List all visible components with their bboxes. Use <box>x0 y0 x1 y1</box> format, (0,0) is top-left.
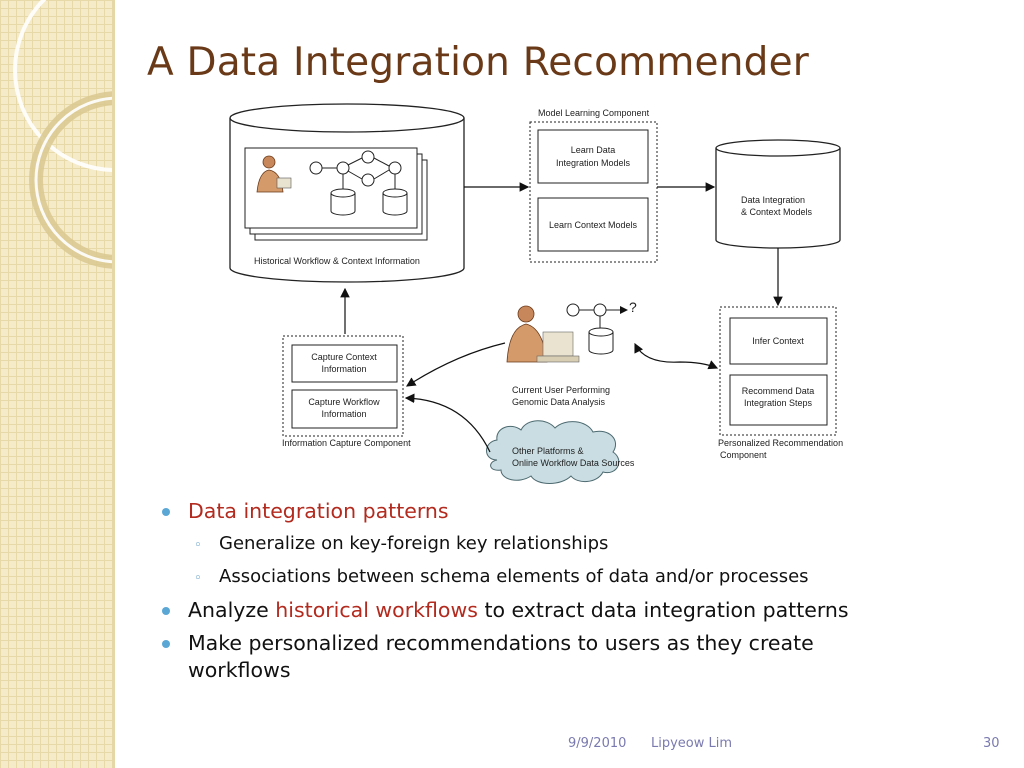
recommend-line2: Integration Steps <box>744 398 813 408</box>
historical-label: Historical Workflow & Context Informatio… <box>254 256 420 266</box>
bullet-personalized: Make personalized recommendations to use… <box>158 630 918 684</box>
footer-author: Lipyeow Lim <box>651 736 733 751</box>
cloud-line1: Other Platforms & <box>512 446 584 456</box>
user-figure-icon <box>256 155 292 193</box>
bullet-text-post: to extract data integration patterns <box>477 598 849 622</box>
sub-bullet-associations: ◦ Associations between schema elements o… <box>158 564 958 590</box>
sub-bullet-text: Associations between schema elements of … <box>219 566 809 587</box>
arrow-cloud-to-capture <box>404 393 491 453</box>
personalized-recommendation-component: Infer Context Recommend Data Integration… <box>718 306 843 460</box>
current-user: ? Current User Performing Genomic Data A… <box>506 299 637 407</box>
page-number: 30 <box>983 736 1000 751</box>
capture-workflow-line2: Information <box>321 409 366 419</box>
capture-context-line2: Information <box>321 364 366 374</box>
bullet-text: Data integration patterns <box>188 499 449 523</box>
current-user-icon <box>506 305 580 363</box>
arrow-user-recommendation <box>634 342 719 370</box>
architecture-diagram: Historical Workflow & Context Informatio… <box>229 103 843 484</box>
current-user-line2: Genomic Data Analysis <box>512 397 606 407</box>
band-divider <box>112 0 115 768</box>
di-models-line1: Data Integration <box>741 195 805 205</box>
model-learning-label: Model Learning Component <box>538 108 650 118</box>
learn-di-models-line1: Learn Data <box>571 145 616 155</box>
workflow-graph-icon <box>309 150 408 216</box>
arrow-user-to-capture <box>405 342 506 387</box>
learn-di-models-line2: Integration Models <box>556 158 631 168</box>
models-database: Data Integration & Context Models <box>715 139 841 249</box>
personalized-label-line2: Component <box>720 450 767 460</box>
recommend-line1: Recommend Data <box>742 386 815 396</box>
historical-database: Historical Workflow & Context Informatio… <box>229 103 465 283</box>
diagram-arrows <box>340 182 783 453</box>
sub-bullet-text: Generalize on key-foreign key relationsh… <box>219 533 609 554</box>
data-sources-cloud: Other Platforms & Online Workflow Data S… <box>486 420 635 484</box>
bullet-text: Make personalized recommendations to use… <box>188 631 814 682</box>
capture-context-line1: Capture Context <box>311 352 377 362</box>
bullet-text-pre: Analyze <box>188 598 276 622</box>
bullet-data-integration-patterns: Data integration patterns <box>158 498 958 525</box>
decorative-left-band <box>0 0 112 768</box>
di-models-line2: & Context Models <box>741 207 813 217</box>
info-capture-label: Information Capture Component <box>282 438 411 448</box>
model-learning-component: Model Learning Component Learn Data Inte… <box>529 108 658 263</box>
footer-date: 9/9/2010 <box>568 736 627 751</box>
current-user-line1: Current User Performing <box>512 385 610 395</box>
bullet-text-highlight: historical workflows <box>275 598 478 622</box>
sub-bullet-generalize: ◦ Generalize on key-foreign key relation… <box>158 531 958 557</box>
partial-workflow-icon <box>566 303 628 355</box>
infer-context: Infer Context <box>752 336 804 346</box>
decorative-circles <box>13 0 112 269</box>
sub-bullet-marker-icon: ◦ <box>194 538 202 553</box>
question-mark: ? <box>629 299 637 315</box>
capture-workflow-line1: Capture Workflow <box>308 397 380 407</box>
slide-title: A Data Integration Recommender <box>147 40 810 85</box>
information-capture-component: Capture Context Information Capture Work… <box>282 335 411 448</box>
sub-bullet-marker-icon: ◦ <box>194 571 202 586</box>
bullet-list: Data integration patterns ◦ Generalize o… <box>158 498 958 690</box>
bullet-analyze: Analyze historical workflows to extract … <box>158 597 958 624</box>
personalized-label-line1: Personalized Recommendation <box>718 438 843 448</box>
learn-context-models: Learn Context Models <box>549 220 638 230</box>
cloud-line2: Online Workflow Data Sources <box>512 458 635 468</box>
